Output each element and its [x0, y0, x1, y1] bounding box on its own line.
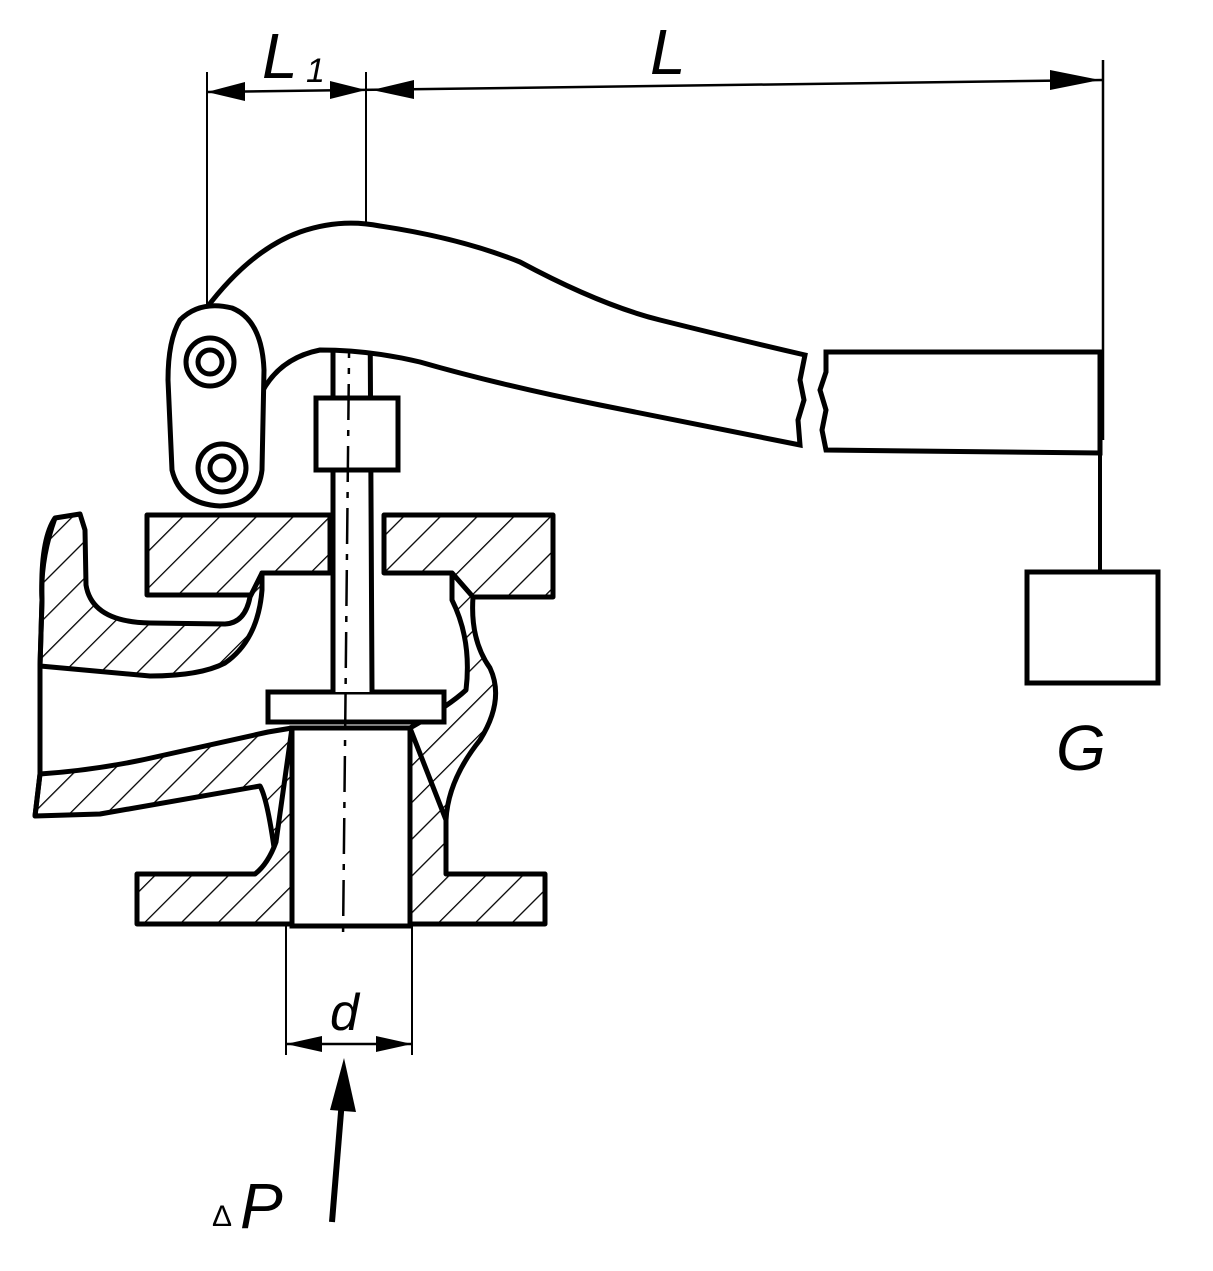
arrowhead-L1-right [330, 81, 366, 99]
pivot-pin-lower-inner [207, 453, 237, 483]
label-d: d [330, 984, 361, 1042]
bonnet-flange-right [381, 512, 556, 600]
stem-guide-nut [313, 395, 401, 473]
lever-curved-section [201, 220, 808, 449]
label-P: P [240, 1170, 283, 1242]
valve-body [32, 511, 556, 927]
dimension-lines [206, 60, 1105, 440]
arrowhead-L-left [372, 80, 414, 99]
label-L: L [650, 16, 686, 88]
inlet-nozzle [289, 725, 413, 929]
arrowhead-L-right [1050, 70, 1100, 90]
label-L1-subscript: 1 [306, 52, 325, 90]
arrowhead-L1-left [207, 82, 245, 101]
pressure-arrow-shaft [329, 1099, 345, 1223]
outlet-lower-wall [32, 725, 295, 883]
lever-arm [165, 220, 1103, 509]
pressure-arrowhead [330, 1058, 356, 1112]
label-delta: Δ [212, 1200, 232, 1233]
weight-block [1024, 569, 1161, 686]
diameter-dimension [285, 926, 413, 1055]
bonnet-flange-left [144, 512, 333, 598]
weight-assembly [1024, 453, 1161, 686]
valve-internals [265, 265, 447, 929]
arrowhead-d-right [376, 1036, 412, 1052]
pivot-pin-upper-inner [195, 347, 225, 377]
arrowhead-d-left [286, 1036, 322, 1052]
pressure-arrow [329, 1058, 356, 1223]
outlet-left-edge [32, 517, 58, 817]
valve-disc [265, 689, 447, 725]
centerline [341, 259, 352, 941]
label-G: G [1056, 712, 1106, 784]
label-L1: L [262, 20, 298, 92]
lever-straight-section [817, 349, 1103, 456]
